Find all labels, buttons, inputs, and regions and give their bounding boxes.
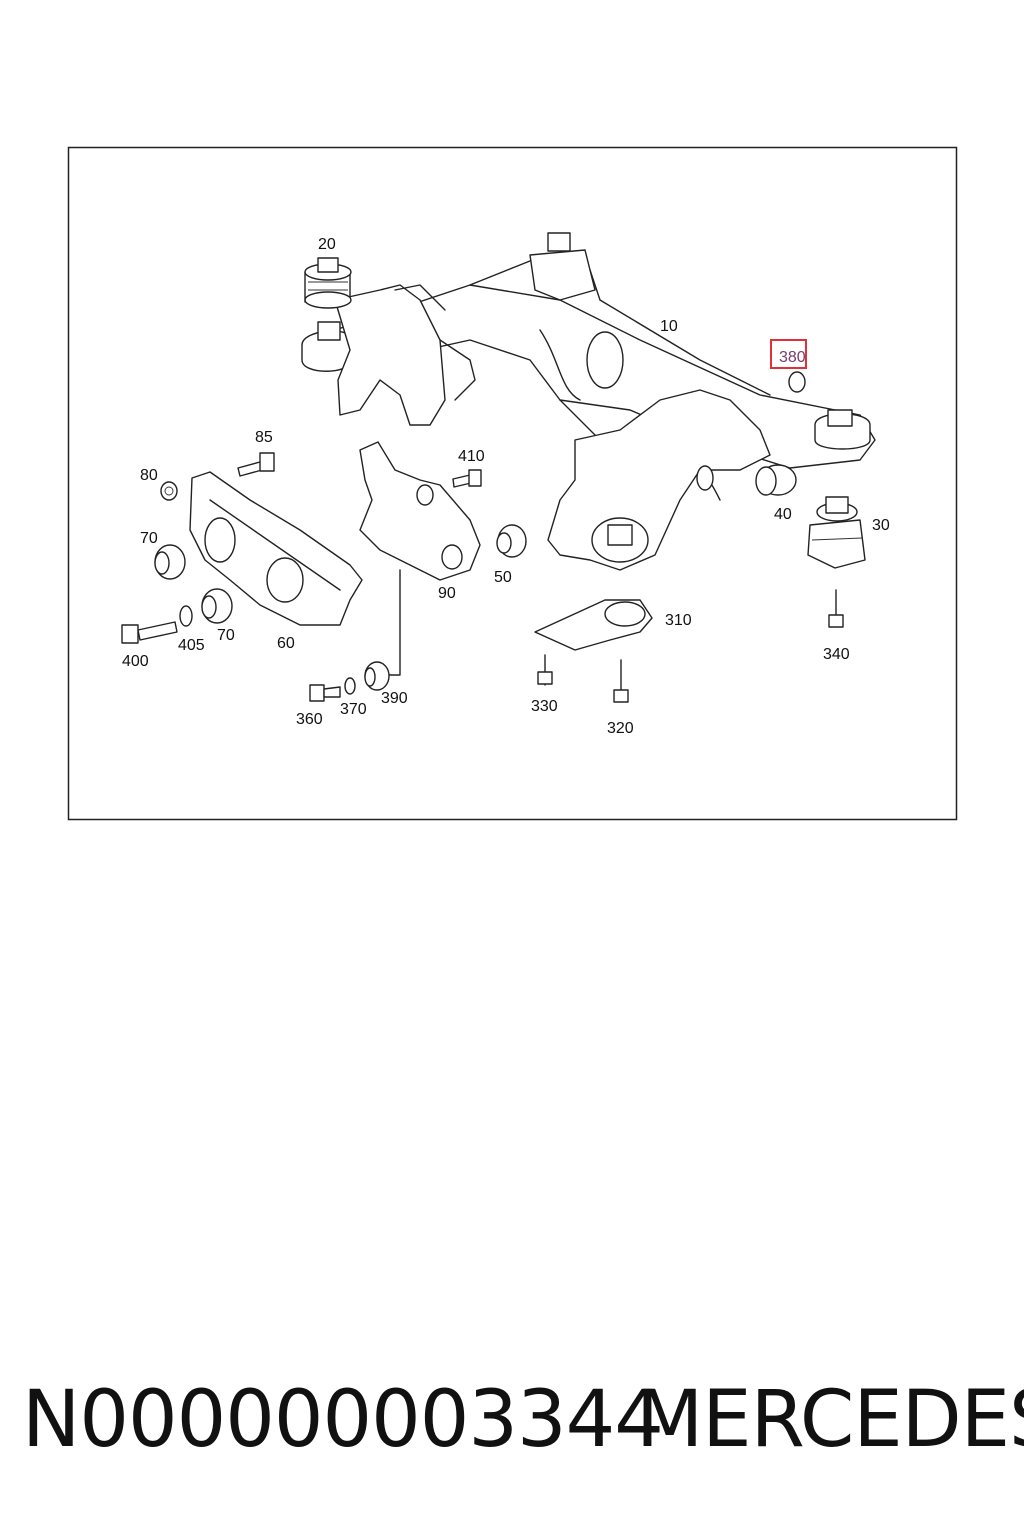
bolt-400 (121, 621, 178, 644)
callout-20: 20 (318, 236, 336, 253)
bushing-70-a (154, 544, 186, 580)
footer: N000000003344 MERCEDES (0, 1375, 1024, 1475)
bolt-320 (613, 659, 629, 703)
callout-30: 30 (872, 517, 890, 534)
washer-405 (179, 605, 193, 627)
callout-70-b: 70 (217, 627, 235, 644)
callout-70-a: 70 (140, 530, 158, 547)
bushing-20 (304, 257, 352, 309)
subframe-drawing (301, 232, 876, 571)
callout-340: 340 (823, 646, 850, 663)
callout-50: 50 (494, 569, 512, 586)
carrier-60 (189, 471, 363, 626)
bolt-410 (452, 469, 482, 488)
callout-390: 390 (381, 690, 408, 707)
bracket-90 (359, 441, 481, 676)
nut-380 (788, 371, 806, 393)
callout-360: 360 (296, 711, 323, 728)
callout-380: 380 (779, 349, 806, 366)
callout-310: 310 (665, 612, 692, 629)
callout-320: 320 (607, 720, 634, 737)
bolt-360 (309, 684, 341, 702)
part-number: N000000003344 (22, 1375, 664, 1465)
nut-80 (160, 481, 178, 501)
bushing-390 (364, 661, 390, 691)
callout-40: 40 (774, 506, 792, 523)
callout-10: 10 (660, 318, 678, 335)
washer-370 (344, 677, 356, 695)
callout-80: 80 (140, 467, 158, 484)
bushing-40 (755, 464, 797, 496)
callout-410: 410 (458, 448, 485, 465)
mount-30 (807, 496, 866, 569)
callout-370: 370 (340, 701, 367, 718)
bushing-50 (496, 524, 527, 558)
callout-90: 90 (438, 585, 456, 602)
brand-name: MERCEDES (636, 1375, 1024, 1465)
bolt-85 (237, 452, 275, 477)
callout-400: 400 (122, 653, 149, 670)
bushing-70-b (201, 588, 233, 624)
callout-330: 330 (531, 698, 558, 715)
highlight-box-380 (770, 339, 807, 369)
diagram-frame (67, 146, 958, 821)
callout-60: 60 (277, 635, 295, 652)
callout-85: 85 (255, 429, 273, 446)
bolt-340 (828, 589, 844, 628)
callout-405: 405 (178, 637, 205, 654)
bracket-310 (534, 599, 653, 651)
bolt-330 (537, 654, 553, 686)
